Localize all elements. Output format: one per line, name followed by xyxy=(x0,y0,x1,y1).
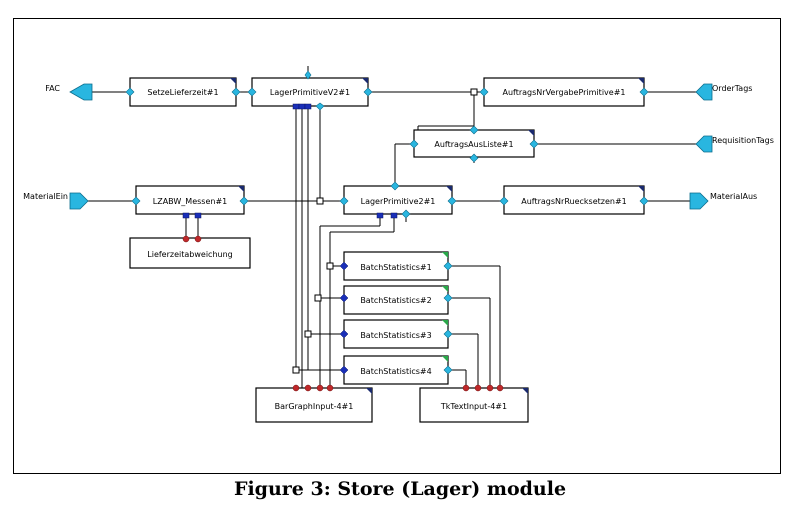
pin-out[interactable] xyxy=(639,87,649,97)
port-fac-label: FAC xyxy=(45,84,60,93)
junction-square xyxy=(304,330,312,338)
pin-out[interactable] xyxy=(443,365,453,375)
junction-square xyxy=(470,88,478,96)
junction-square xyxy=(314,294,322,302)
block-lzabw-messen[interactable]: LZABW_Messen#1 xyxy=(135,185,245,215)
pin-out[interactable] xyxy=(231,87,241,97)
pin-bottom[interactable] xyxy=(401,209,411,219)
port-requisitiontags-icon[interactable] xyxy=(695,135,713,153)
pin-bottom[interactable] xyxy=(315,102,325,111)
pin-bottom[interactable] xyxy=(469,153,479,163)
pin-out[interactable] xyxy=(239,196,249,206)
block-label: AuftragsNrRuecksetzen#1 xyxy=(521,197,627,206)
pin-out[interactable] xyxy=(639,196,649,206)
block-auftrags-nr-ruecksetzen[interactable]: AuftragsNrRuecksetzen#1 xyxy=(503,185,645,215)
pin-in[interactable] xyxy=(131,196,141,206)
pin-in[interactable] xyxy=(499,196,509,206)
pin-top[interactable] xyxy=(390,181,400,191)
block-label: BarGraphInput-4#1 xyxy=(275,402,354,411)
block-batch-statistics-4[interactable]: BatchStatistics#4 xyxy=(343,355,449,385)
block-label: BatchStatistics#3 xyxy=(360,331,431,340)
pin-red[interactable] xyxy=(486,384,494,392)
pin-blue[interactable] xyxy=(304,103,312,110)
port-materialaus-label: MaterialAus xyxy=(710,192,757,201)
pin-blue[interactable] xyxy=(182,212,190,219)
pin-out[interactable] xyxy=(443,261,453,271)
pin-red[interactable] xyxy=(194,235,202,243)
pin-in[interactable] xyxy=(409,139,419,149)
block-bar-graph-input[interactable]: BarGraphInput-4#1 xyxy=(255,387,373,423)
pin-out[interactable] xyxy=(529,139,539,149)
pin-blue[interactable] xyxy=(390,212,398,219)
pin-out[interactable] xyxy=(447,196,457,206)
block-label: BatchStatistics#4 xyxy=(360,367,431,376)
pin-in[interactable] xyxy=(339,196,349,206)
pin-red[interactable] xyxy=(496,384,504,392)
block-batch-statistics-1[interactable]: BatchStatistics#1 xyxy=(343,251,449,281)
block-label: AuftragsAusListe#1 xyxy=(434,140,513,149)
pin-in[interactable] xyxy=(125,87,135,97)
pin-in-blue[interactable] xyxy=(339,329,349,339)
pin-red[interactable] xyxy=(316,384,324,392)
pin-blue[interactable] xyxy=(194,212,202,219)
port-requisitiontags-label: RequisitionTags xyxy=(712,136,774,145)
block-label: LagerPrimitiveV2#1 xyxy=(270,88,350,97)
block-batch-statistics-2[interactable]: BatchStatistics#2 xyxy=(343,285,449,315)
block-lager-primitive2[interactable]: LagerPrimitive2#1 xyxy=(343,185,453,215)
port-fac-icon[interactable] xyxy=(69,83,93,101)
pin-out[interactable] xyxy=(363,87,373,97)
pin-red[interactable] xyxy=(326,384,334,392)
block-batch-statistics-3[interactable]: BatchStatistics#3 xyxy=(343,319,449,349)
block-lieferzeitabweichung[interactable]: Lieferzeitabweichung xyxy=(129,237,251,269)
pin-in-blue[interactable] xyxy=(339,365,349,375)
pin-red[interactable] xyxy=(292,384,300,392)
port-materialein-label: MaterialEin xyxy=(23,192,68,201)
block-label: LZABW_Messen#1 xyxy=(153,197,227,206)
port-materialein-icon[interactable] xyxy=(69,192,89,210)
block-label: BatchStatistics#1 xyxy=(360,263,431,272)
connector-pins xyxy=(125,70,649,392)
block-label: AuftragsNrVergabePrimitive#1 xyxy=(503,88,626,97)
block-auftrags-nr-vergabe[interactable]: AuftragsNrVergabePrimitive#1 xyxy=(483,77,645,107)
junction-square xyxy=(316,197,324,205)
port-ordertags-icon[interactable] xyxy=(695,83,713,101)
pin-top[interactable] xyxy=(304,70,312,80)
pin-in-blue[interactable] xyxy=(339,261,349,271)
block-label: LagerPrimitive2#1 xyxy=(361,197,436,206)
external-ports: FAC MaterialEin OrderTags RequisitionTag… xyxy=(23,83,774,210)
port-materialaus-icon[interactable] xyxy=(689,192,709,210)
blocks: SetzeLieferzeit#1 LagerPrimitiveV2#1 Auf… xyxy=(129,77,645,423)
wire-junctions xyxy=(292,88,478,374)
block-setze-lieferzeit[interactable]: SetzeLieferzeit#1 xyxy=(129,77,237,107)
pin-red[interactable] xyxy=(182,235,190,243)
pin-blue[interactable] xyxy=(376,212,384,219)
block-auftrags-aus-liste[interactable]: AuftragsAusListe#1 xyxy=(413,129,535,158)
pin-out[interactable] xyxy=(443,329,453,339)
pin-in-blue[interactable] xyxy=(339,293,349,303)
pin-in[interactable] xyxy=(479,87,489,97)
pin-top[interactable] xyxy=(469,125,479,135)
pin-red[interactable] xyxy=(462,384,470,392)
pin-blue[interactable] xyxy=(292,103,300,110)
pin-blue[interactable] xyxy=(298,103,306,110)
block-lager-primitive-v2[interactable]: LagerPrimitiveV2#1 xyxy=(251,77,369,107)
junction-square xyxy=(292,366,300,374)
block-tk-text-input[interactable]: TkTextInput-4#1 xyxy=(419,387,529,423)
junction-square xyxy=(326,262,334,270)
connection-wires xyxy=(86,66,696,388)
port-ordertags-label: OrderTags xyxy=(712,84,752,93)
block-label: Lieferzeitabweichung xyxy=(147,250,232,259)
figure-caption: Figure 3: Store (Lager) module xyxy=(233,478,567,500)
pin-out[interactable] xyxy=(443,293,453,303)
pin-red[interactable] xyxy=(474,384,482,392)
block-label: BatchStatistics#2 xyxy=(360,296,431,305)
block-label: SetzeLieferzeit#1 xyxy=(147,88,218,97)
pin-red[interactable] xyxy=(304,384,312,392)
pin-in[interactable] xyxy=(247,87,257,97)
block-label: TkTextInput-4#1 xyxy=(440,402,507,411)
store-module-diagram: FAC MaterialEin OrderTags RequisitionTag… xyxy=(23,66,774,423)
